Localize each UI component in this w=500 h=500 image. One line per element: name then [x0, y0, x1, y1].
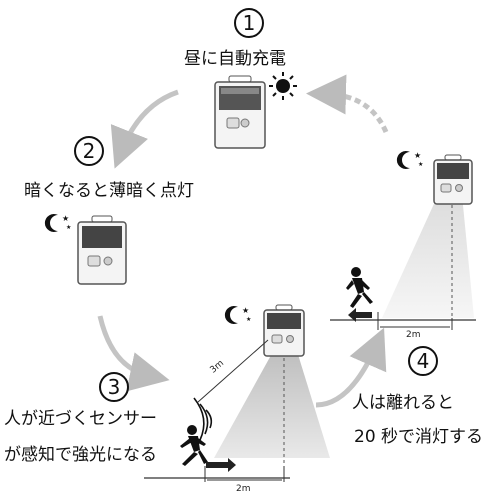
- step-number-1: 1: [234, 8, 264, 38]
- step-3-label-line2: が感知で強光になる: [4, 445, 157, 465]
- direction-arrow: [348, 308, 372, 322]
- step-4-label-line1: 人は離れると: [352, 393, 454, 413]
- step-number-4: 4: [408, 346, 438, 376]
- svg-text:★: ★: [246, 316, 251, 323]
- svg-text:★: ★: [66, 224, 71, 231]
- svg-text:★: ★: [418, 161, 423, 168]
- step-3-label-line1: 人が近づくセンサー: [4, 409, 157, 429]
- sun-icon: [269, 72, 297, 100]
- cycle-arrow-icon: [97, 74, 389, 408]
- moon-star-icon: ★ ★: [396, 151, 423, 169]
- solar-light-icon: [77, 215, 127, 285]
- light-beam: [214, 348, 330, 458]
- solar-light-icon: [433, 154, 473, 205]
- moon-star-icon: ★ ★: [224, 306, 251, 324]
- direction-arrow: [206, 458, 236, 472]
- svg-text:★: ★: [414, 151, 421, 160]
- svg-text:★: ★: [62, 214, 69, 223]
- range-floor-label-3: 2m: [236, 484, 251, 494]
- svg-text:★: ★: [242, 306, 249, 315]
- step-1-label: 昼に自動充電: [184, 49, 286, 69]
- range-floor-label-4: 2m: [406, 330, 421, 340]
- moon-star-icon: ★ ★: [44, 214, 71, 232]
- step-4-label-line2: 20 秒で消灯する: [354, 427, 484, 447]
- step-2-label: 暗くなると薄暗く点灯: [24, 181, 194, 201]
- solar-light-icon: [214, 75, 266, 149]
- sensor-wave-icon: [193, 397, 213, 441]
- range-diag-line: [197, 339, 269, 403]
- running-person-icon: [346, 267, 373, 308]
- solar-light-icon: [263, 304, 305, 357]
- step-number-3: 3: [99, 372, 129, 402]
- light-beam: [382, 195, 474, 318]
- step-number-2: 2: [74, 136, 104, 166]
- running-person-icon: [180, 425, 208, 466]
